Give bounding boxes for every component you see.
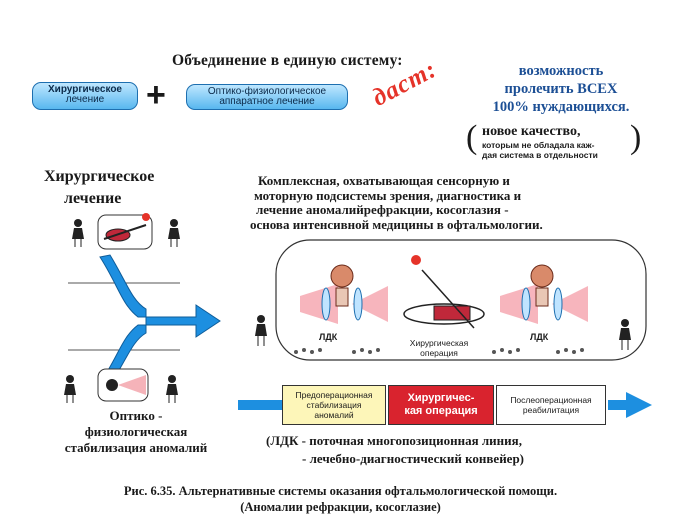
surgery-stage-line-1: Хирургичес- — [407, 392, 475, 404]
surgical-title-line-1: Хирургическое — [44, 168, 155, 185]
surgery-instrument-icon — [403, 255, 485, 329]
pre-line-2: стабилизация — [306, 400, 362, 410]
surgery-label-line-2: операция — [420, 348, 458, 358]
pre-line-1: Предоперационная — [295, 390, 373, 400]
child-figure-icon — [168, 219, 180, 247]
surgery-stage-line-2: кая операция — [404, 405, 478, 417]
ldk-note-line-1: (ЛДК - поточная многопозиционная линия, — [266, 433, 522, 448]
ldk-note: (ЛДК - поточная многопозиционная линия, … — [256, 432, 636, 468]
description-line-1: Комплексная, охватывающая сенсорную и — [258, 173, 510, 188]
optic-title-line-3: стабилизация аномалий — [64, 440, 208, 455]
paren-close: ) — [630, 119, 642, 156]
ldk-panel-graphic — [275, 239, 647, 361]
surgery-label-line-1: Хирургическая — [409, 338, 469, 348]
surgery-scene-icon — [97, 213, 153, 250]
postoperative-stage: Послеоперационная реабилитация — [496, 385, 606, 425]
optic-scene-icon — [97, 368, 149, 402]
post-line-1: Послеоперационная — [510, 395, 592, 405]
ldk-note-line-2: - лечебно-диагностический конвейер) — [302, 451, 525, 466]
child-figure-icon — [72, 219, 84, 247]
surgical-title-line-2: лечение — [64, 190, 122, 207]
plus-sign: + — [146, 76, 166, 114]
pre-line-3: аномалий — [314, 410, 354, 420]
preoperative-stage: Предоперационная стабилизация аномалий — [282, 385, 386, 425]
possibility-line-1: возможность — [518, 63, 604, 79]
brain-eye-right-icon — [500, 264, 588, 324]
optic-stabilization-title: Оптико - физиологическая стабилизация ан… — [36, 408, 236, 456]
possibility-line-3: 100% нуждающихся. — [492, 99, 630, 115]
optic-title-line-2: физиологическая — [84, 424, 188, 439]
figure-caption-line-2: (Аномалии рефракции, косоглазие) — [240, 500, 441, 514]
footprints-icon — [294, 348, 584, 354]
complex-description: Комплексная, охватывающая сенсорную и мо… — [250, 173, 630, 232]
surgical-treatment-title: Хирургическое лечение — [44, 166, 154, 210]
surgical-pill-line-2: лечение — [65, 94, 105, 105]
child-figure-icon — [64, 375, 76, 403]
description-line-3: лечение аномалийрефракции, косоглазия - — [256, 202, 509, 217]
optic-pill-line-1: Оптико-физиологическое — [207, 86, 327, 97]
possibility-text: возможность пролечить ВСЕХ 100% нуждающи… — [466, 62, 656, 116]
ldk-right-label: ЛДК — [530, 332, 549, 342]
left-flow-graphic — [64, 213, 221, 403]
child-figure-icon — [166, 375, 178, 403]
figure-caption-line-1: Рис. 6.35. Альтернативные системы оказан… — [123, 484, 558, 498]
child-figure-icon — [255, 315, 267, 346]
system-heading: Объединение в единую систему: — [172, 52, 403, 69]
new-quality-block: новое качество, которым не обладала каж-… — [482, 124, 632, 160]
surgical-pill-line-1: Хирургическое — [48, 84, 122, 95]
pipeline-arrow-graphic — [238, 392, 652, 418]
child-figure-icon — [619, 319, 631, 350]
merge-arrow-icon — [99, 254, 221, 386]
possibility-line-2: пролечить ВСЕХ — [504, 81, 618, 97]
quality-sub-1: которым не обладала каж- — [482, 140, 595, 150]
optic-treatment-pill: Оптико-физиологическое аппаратное лечени… — [186, 84, 348, 110]
post-line-2: реабилитация — [522, 405, 580, 415]
quality-sub-2: дая система в отдельности — [482, 150, 598, 160]
description-line-2: моторную подсистемы зрения, диагностика … — [254, 187, 522, 203]
surgery-stage: Хирургичес- кая операция — [388, 385, 494, 425]
surgery-operation-label: Хирургическая операция — [396, 338, 482, 358]
surgical-treatment-pill: Хирургическое лечение — [32, 82, 138, 110]
ldk-left-label: ЛДК — [319, 332, 338, 342]
optic-pill-line-2: аппаратное лечение — [219, 96, 315, 107]
optic-title-line-1: Оптико - — [109, 408, 163, 423]
paren-open: ( — [466, 119, 478, 156]
description-line-4: основа интенсивной медицины в офтальмоло… — [250, 216, 543, 232]
quality-title: новое качество, — [482, 124, 581, 139]
brain-eye-left-icon — [300, 264, 388, 324]
